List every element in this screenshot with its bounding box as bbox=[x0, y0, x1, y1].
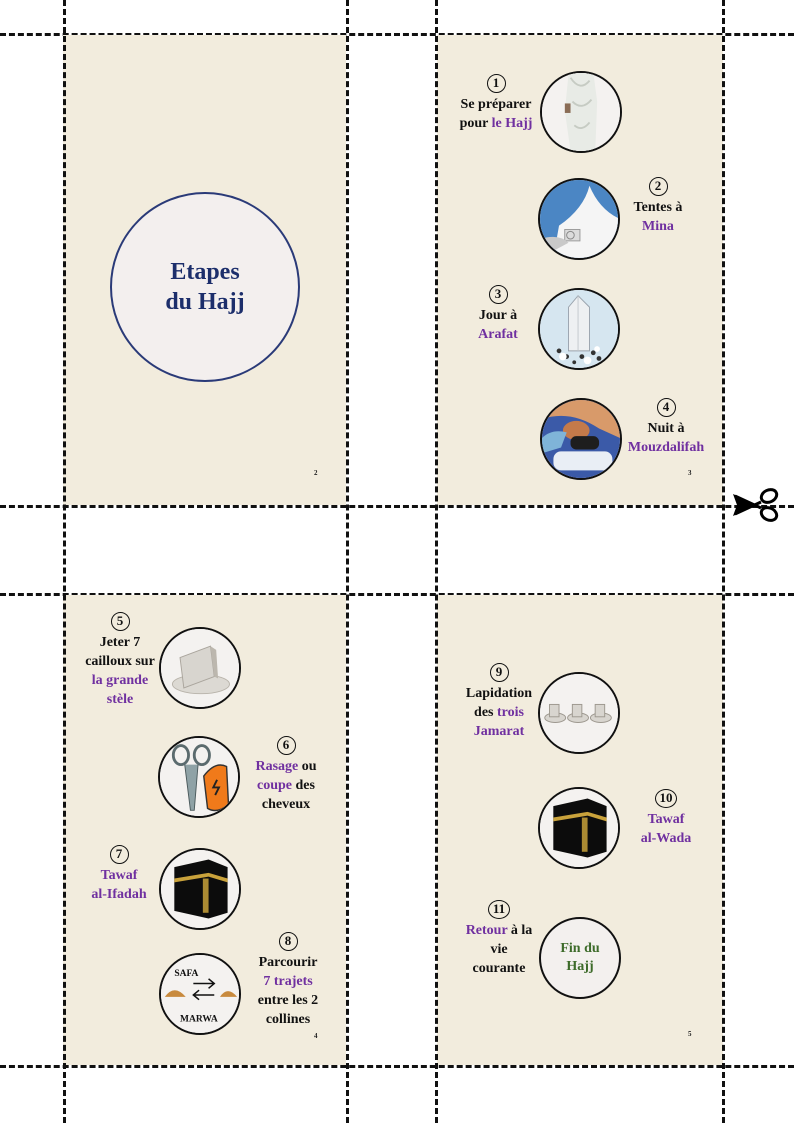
step-6-number: 6 bbox=[276, 736, 296, 755]
cut-line-horizontal-top bbox=[0, 33, 794, 36]
svg-text:SAFA: SAFA bbox=[174, 969, 198, 979]
cut-line-horizontal-middle-lower bbox=[0, 593, 794, 596]
step-4-number: 4 bbox=[656, 398, 676, 417]
step-9-label: 9 Lapidation des trois Jamarat bbox=[465, 663, 533, 739]
step-5-label: 5 Jeter 7 cailloux sur la grande stèle bbox=[85, 612, 155, 707]
step-10-number: 10 bbox=[655, 789, 677, 808]
cut-line-vertical-3 bbox=[435, 0, 438, 1123]
step-2-label: 2 Tentes à Mina bbox=[633, 177, 683, 234]
three-jamarat-icon bbox=[538, 672, 620, 754]
step-8-label: 8 Parcourir 7 trajets entre les 2 collin… bbox=[257, 932, 319, 1027]
step-2-number: 2 bbox=[648, 177, 668, 196]
page-number-5: 5 bbox=[688, 1030, 692, 1038]
page-number-4: 4 bbox=[314, 1032, 318, 1040]
svg-text:MARWA: MARWA bbox=[180, 1015, 218, 1025]
end-of-hajj-circle: Fin du Hajj bbox=[539, 917, 621, 999]
step-5-number: 5 bbox=[110, 612, 130, 631]
scissors-icon bbox=[733, 488, 779, 522]
stele-icon bbox=[159, 627, 241, 709]
step-3-number: 3 bbox=[488, 285, 508, 304]
cover-title-circle: Etapes du Hajj bbox=[110, 192, 300, 382]
cover-title-line2: du Hajj bbox=[165, 289, 245, 315]
step-9-number: 9 bbox=[489, 663, 509, 682]
kaaba-icon bbox=[538, 787, 620, 869]
cut-line-horizontal-bottom bbox=[0, 1065, 794, 1068]
safa-marwa-icon: SAFA MARWA bbox=[159, 953, 241, 1035]
step-10-label: 10 Tawaf al-Wada bbox=[640, 789, 692, 846]
step-3-label: 3 Jour à Arafat bbox=[478, 285, 518, 342]
page-number-2: 2 bbox=[314, 469, 318, 477]
step-11-number: 11 bbox=[488, 900, 510, 919]
arafat-pillar-icon bbox=[538, 288, 620, 370]
cut-line-vertical-4 bbox=[722, 0, 725, 1123]
cut-line-horizontal-middle-upper bbox=[0, 505, 794, 508]
step-4-label: 4 Nuit à Mouzdalifah bbox=[627, 398, 705, 455]
ihram-clothing-icon bbox=[540, 71, 622, 153]
step-11-label: 11 Retour à la vie courante bbox=[465, 900, 533, 976]
cut-line-vertical-2 bbox=[346, 0, 349, 1123]
step-7-label: 7 Tawaf al-Ifadah bbox=[91, 845, 147, 902]
page-number-3: 3 bbox=[688, 469, 692, 477]
step-6-label: 6 Rasage ou coupe des cheveux bbox=[255, 736, 317, 812]
cut-line-vertical-1 bbox=[63, 0, 66, 1123]
kaaba-icon bbox=[159, 848, 241, 930]
step-1-number: 1 bbox=[486, 74, 506, 93]
step-7-number: 7 bbox=[109, 845, 129, 864]
scissors-clipper-icon bbox=[158, 736, 240, 818]
tent-icon bbox=[538, 178, 620, 260]
step-1-label: 1 Se préparer pour le Hajj bbox=[459, 74, 533, 131]
sleeping-pilgrim-icon bbox=[540, 398, 622, 480]
step-8-number: 8 bbox=[278, 932, 298, 951]
cover-title-line1: Etapes bbox=[170, 259, 240, 285]
